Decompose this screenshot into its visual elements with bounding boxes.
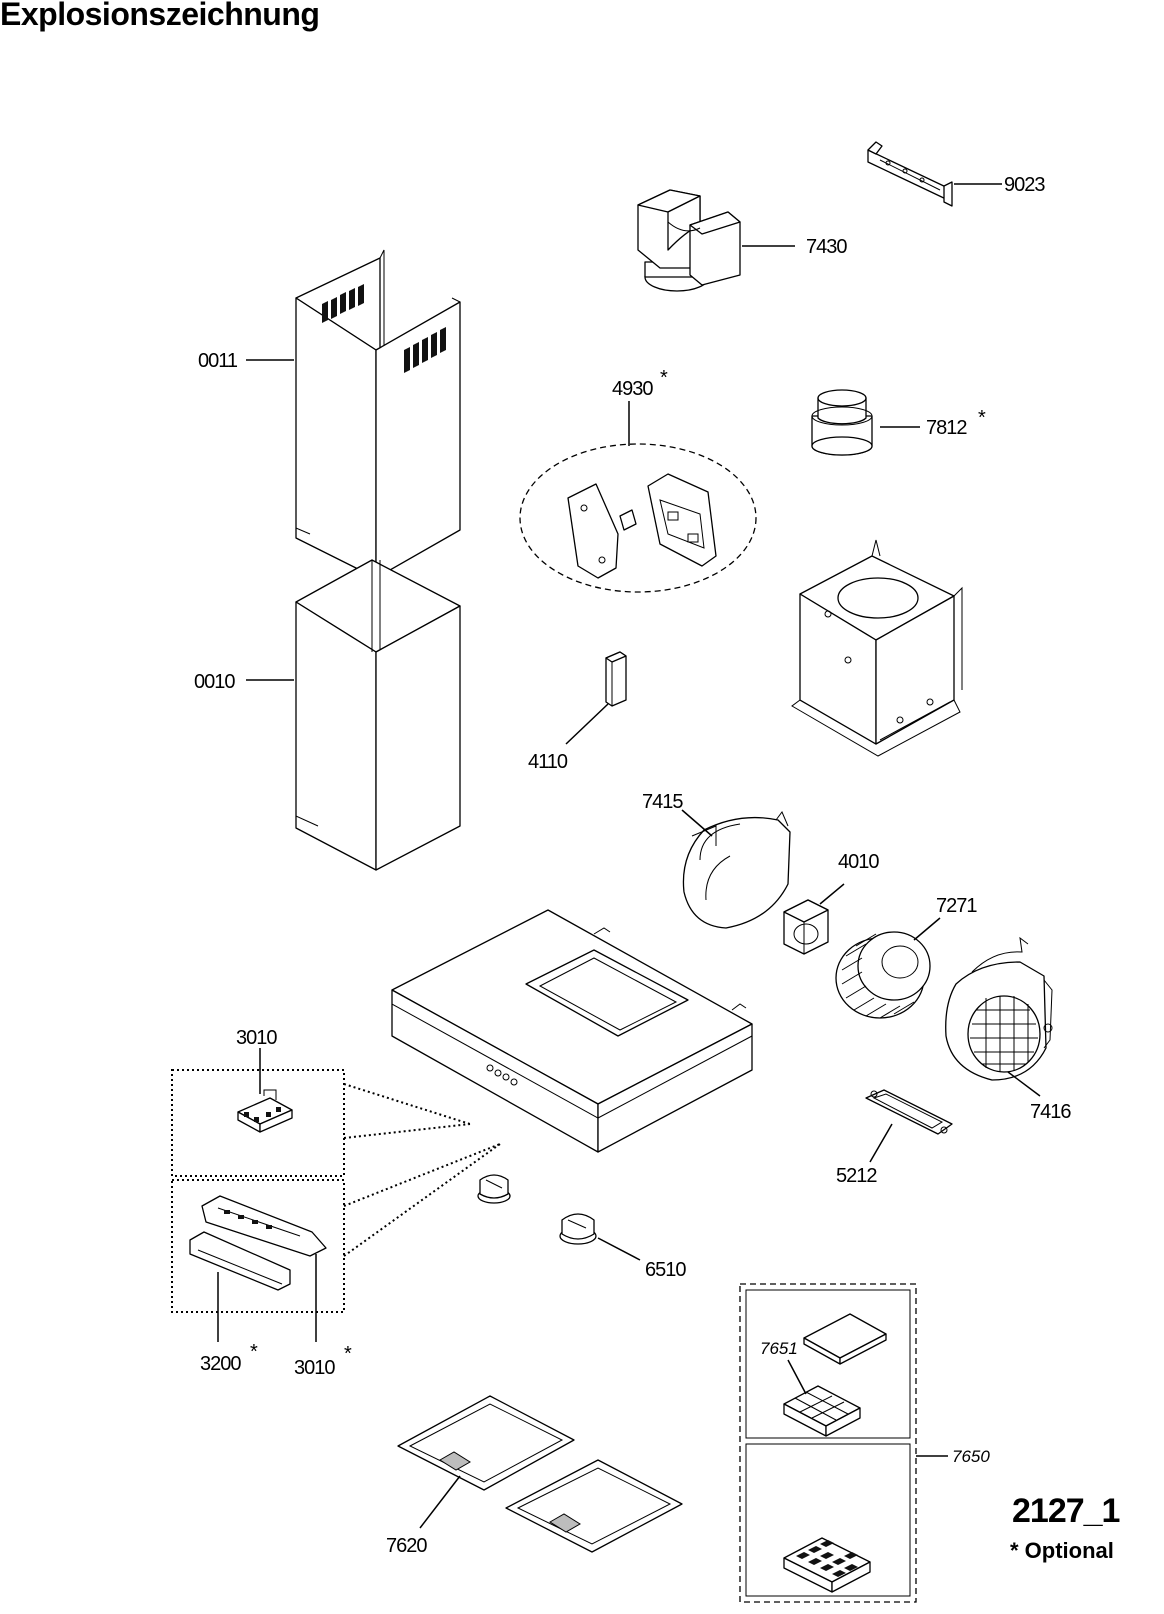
label-7416: 7416 [1030, 1101, 1071, 1123]
label-7651: 7651 [760, 1339, 798, 1358]
part-4110-capacitor [605, 651, 627, 707]
part-7416-fan-volute-right [945, 936, 1053, 1081]
label-0010: 0010 [194, 671, 235, 693]
projection-line [343, 1143, 501, 1257]
leader-7416 [1007, 1071, 1041, 1097]
asterisk-4930: * [660, 367, 668, 389]
leader-7651 [787, 1359, 807, 1395]
label-7271: 7271 [936, 895, 977, 917]
part-0011-upper-chimney [295, 249, 461, 579]
part-7430-air-diverter [637, 189, 741, 292]
leader-6510 [597, 1237, 641, 1261]
part-hood-body [391, 909, 753, 1153]
part-7620-grease-filters [397, 1395, 683, 1553]
label-7620: 7620 [386, 1535, 427, 1557]
asterisk-7812: * [978, 407, 986, 429]
label-5212: 5212 [836, 1165, 877, 1187]
detail-box-3200-3010-control-panel [171, 1179, 345, 1313]
leader-5212 [869, 1123, 893, 1163]
label-3200: 3200 [200, 1353, 241, 1375]
part-6510-control-knob [477, 1174, 597, 1245]
page-title: Explosionszeichnung [0, 0, 320, 32]
projection-line [343, 1123, 471, 1139]
leader-4010 [819, 883, 845, 905]
drawing-number: 2127_1 [1012, 1492, 1120, 1530]
label-4010: 4010 [838, 851, 879, 873]
projection-line [343, 1083, 471, 1125]
label-7430: 7430 [806, 236, 847, 258]
part-7650-carbon-filter-kit [739, 1283, 917, 1603]
part-5212-lamp-holder [865, 1089, 953, 1135]
label-3010-bottom: 3010 [294, 1357, 335, 1379]
part-7271-fan-wheel [835, 931, 931, 1019]
leader-7620 [419, 1475, 461, 1529]
part-7415-fan-volute-left [682, 811, 791, 929]
label-6510: 6510 [645, 1259, 686, 1281]
part-4930-control-module-set [519, 443, 757, 593]
part-4010-motor [783, 899, 829, 955]
leader-4110 [565, 703, 609, 745]
detail-box-3010-switch [171, 1069, 345, 1177]
part-0010-lower-chimney [295, 559, 461, 871]
label-7650: 7650 [952, 1447, 990, 1466]
label-4930: 4930 [612, 378, 653, 400]
leader-7271 [913, 917, 941, 941]
label-7812: 7812 [926, 417, 967, 439]
part-9023-mounting-bracket [867, 141, 953, 207]
leader-7415 [681, 809, 713, 837]
part-fan-housing-box [791, 539, 963, 757]
label-4110: 4110 [528, 751, 568, 773]
label-9023: 9023 [1004, 174, 1045, 196]
part-7812-duct-connector [811, 389, 873, 456]
optional-legend: * Optional [1010, 1538, 1114, 1563]
label-0011: 0011 [198, 350, 238, 372]
label-3010-top: 3010 [236, 1027, 277, 1049]
projection-line [343, 1143, 501, 1207]
label-7415: 7415 [642, 791, 683, 813]
asterisk-3200: * [250, 1341, 258, 1363]
asterisk-3010: * [344, 1343, 352, 1365]
